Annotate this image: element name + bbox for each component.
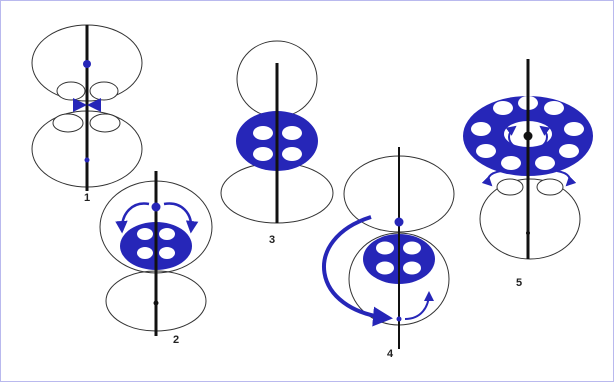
white-cell [564,122,584,136]
blue-bowtie [73,98,101,112]
white-cell [476,144,496,158]
blue-dot [396,316,402,322]
white-cell [159,247,175,259]
white-cell [282,147,302,161]
short-curved-arrow [404,291,434,320]
stage-1: 1 [31,24,143,204]
white-cell [253,126,273,140]
small-bud-outline [56,81,86,101]
black-dot [526,231,530,235]
blue-dot [151,202,161,212]
small-bud-outline [89,81,119,101]
blue-dot [394,217,404,227]
stage-label: 1 [84,192,90,204]
small-bud-outline [536,178,564,196]
curved-arrow [505,125,517,148]
stage-2: 2 [99,171,213,346]
long-curved-arrow [322,215,393,327]
blue-dot [83,60,91,68]
stage-label: 3 [269,234,275,246]
small-bud-outline [496,178,524,196]
white-cell [493,101,513,115]
white-cell [253,147,273,161]
stage-4: 4 [322,147,455,360]
white-cell [376,241,394,255]
stage-label: 2 [173,334,179,346]
curved-arrow [481,170,502,187]
curved-arrow [115,202,150,234]
curved-arrow [539,125,551,148]
curved-arrow [163,202,199,234]
white-cell [376,261,394,275]
black-dot [153,300,159,306]
white-cell [544,101,564,115]
blue-dot [84,157,90,163]
white-cell [282,126,302,140]
white-cell [403,241,421,255]
stage-label: 4 [387,348,394,360]
small-bud-outline [52,113,84,133]
stage-3: 3 [220,40,334,246]
small-bud-outline [89,113,121,133]
white-cell [159,228,175,240]
stage-5: 5 [463,59,593,289]
stage-label: 5 [516,277,522,289]
white-cell [471,122,491,136]
black-dot [523,131,533,141]
lower-cell-outline [479,178,581,260]
white-cell [501,156,521,170]
white-cell [403,261,421,275]
curved-arrow [556,170,577,187]
white-cell [535,156,555,170]
white-cell [137,247,153,259]
white-cell [137,228,153,240]
white-cell [559,144,579,158]
